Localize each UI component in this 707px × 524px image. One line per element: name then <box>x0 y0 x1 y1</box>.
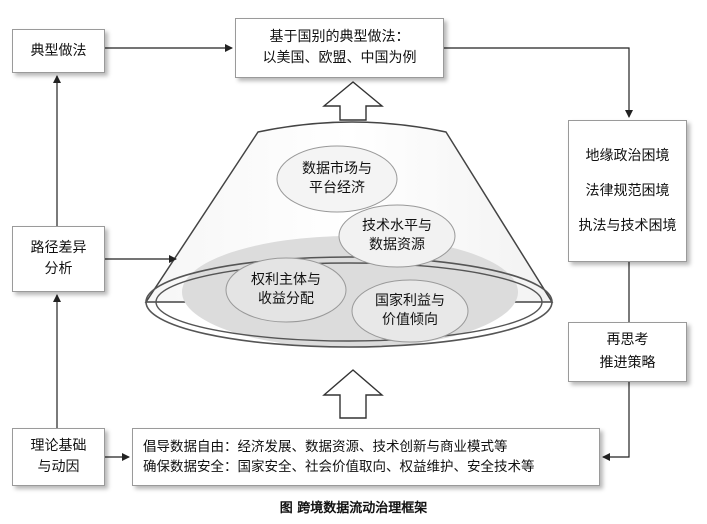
label-rights: 权利主体与 收益分配 <box>236 271 336 309</box>
label-line: 数据市场与 <box>302 161 372 177</box>
box-path-difference: 路径差异 分析 <box>12 226 105 292</box>
box-typical-practice: 典型做法 <box>12 29 105 73</box>
box-rethink-strategy: 再思考 推进策略 <box>568 322 687 382</box>
label-line: 数据资源 <box>369 237 425 253</box>
box-freedom-security: 倡导数据自由：经济发展、数据资源、技术创新与商业模式等 确保数据安全：国家安全、… <box>132 428 600 486</box>
label-line: 国家利益与 <box>375 293 445 309</box>
box-text: 确保数据安全：国家安全、社会价值取向、权益维护、安全技术等 <box>143 459 535 475</box>
up-arrow-bottom <box>322 369 384 419</box>
ellipse-rights <box>225 257 347 323</box>
ellipse-national <box>351 279 469 343</box>
label-line: 价值倾向 <box>382 312 438 328</box>
label-line: 平台经济 <box>309 180 365 196</box>
ellipse-data-market <box>276 145 398 213</box>
box-text: 地缘政治困境 <box>585 147 670 164</box>
label-tech-level: 技术水平与 数据资源 <box>347 217 447 255</box>
box-text: 再思考 <box>606 332 649 348</box>
box-text: 法律规范困境 <box>585 182 670 199</box>
arrow-top-to-dilemmas <box>444 47 633 118</box>
arrow-rethink-to-bottom <box>602 382 630 461</box>
box-text: 倡导数据自由：经济发展、数据资源、技术创新与商业模式等 <box>143 439 508 455</box>
caption-text: 图 跨境数据流动治理框架 <box>279 501 428 516</box>
cone-base-outer <box>145 256 553 348</box>
box-theory-basis: 理论基础 与动因 <box>12 428 105 486</box>
box-text: 基于国别的典型做法： <box>269 29 410 45</box>
figure-caption: 图 跨境数据流动治理框架 <box>0 497 707 516</box>
label-line: 技术水平与 <box>362 218 432 234</box>
label-line: 权利主体与 <box>251 272 321 288</box>
ellipse-tech-level <box>338 204 456 268</box>
box-text: 与动因 <box>37 459 80 475</box>
box-text: 路径差异 <box>30 240 87 256</box>
cone-base-inner <box>155 262 543 342</box>
box-dilemmas: 地缘政治困境 法律规范困境 执法与技术困境 <box>568 120 687 262</box>
box-text: 理论基础 <box>30 438 87 454</box>
box-text: 分析 <box>44 261 73 277</box>
box-country-practices: 基于国别的典型做法： 以美国、欧盟、中国为例 <box>235 18 444 78</box>
label-national: 国家利益与 价值倾向 <box>360 292 460 330</box>
box-text: 推进策略 <box>599 355 656 371</box>
up-arrow-top <box>322 81 384 121</box>
label-data-market: 数据市场与 平台经济 <box>287 160 387 198</box>
box-text: 以美国、欧盟、中国为例 <box>262 50 417 66</box>
box-text: 典型做法 <box>30 42 87 59</box>
label-line: 收益分配 <box>258 291 314 307</box>
box-text: 执法与技术困境 <box>578 217 677 234</box>
